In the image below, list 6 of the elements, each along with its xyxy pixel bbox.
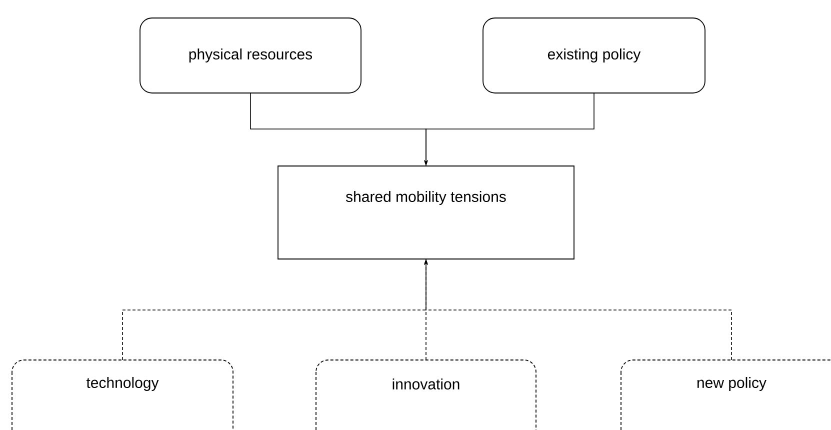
dashed-rounded-box: innovation (316, 360, 536, 430)
rounded-box: existing policy (482, 18, 706, 94)
rounded-box: physical resources (140, 18, 362, 94)
dashed-rounded-box: new policy (620, 360, 831, 430)
dashed-rounded-box: technology (12, 360, 234, 430)
central-box: shared mobility tensions (278, 166, 574, 260)
